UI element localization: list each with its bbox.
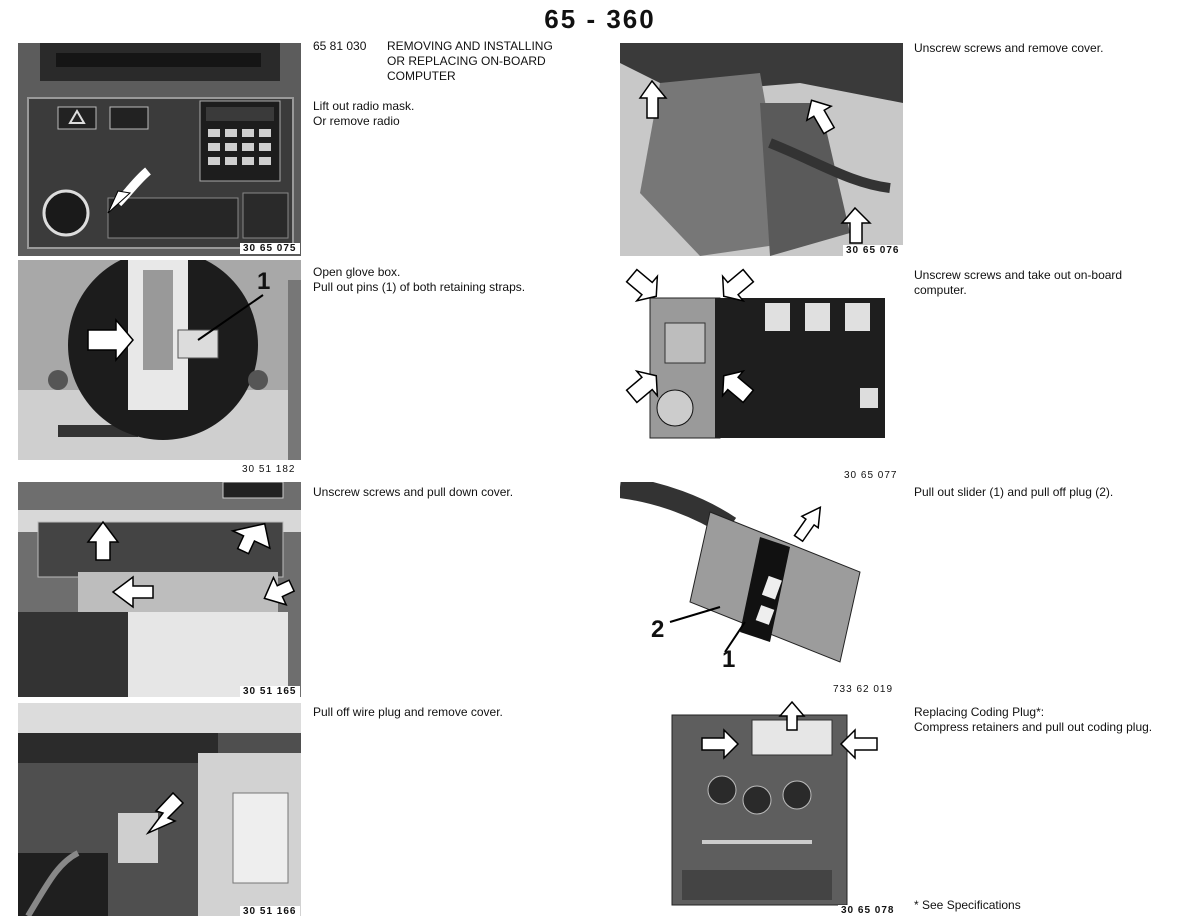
photo-remove-cover	[620, 43, 903, 256]
page-number: 65 - 360	[544, 4, 656, 34]
photo-onboard-computer	[620, 268, 903, 448]
figure-id: 30 51 165	[240, 686, 300, 697]
callout-1: 1	[257, 268, 271, 295]
photo-coding-plug	[662, 700, 882, 910]
figure-id: 30 65 078	[838, 905, 898, 916]
step-text: Pull out slider (1) and pull off plug (2…	[914, 485, 1114, 499]
callout-2: 2	[651, 616, 665, 643]
figure-id: 30 65 076	[843, 245, 903, 256]
photo-glove-box	[18, 260, 301, 460]
callout-1: 1	[722, 646, 736, 673]
section-title: REMOVING AND INSTALLING OR REPLACING ON-…	[387, 39, 553, 83]
step-text: Pull off wire plug and remove cover.	[313, 705, 503, 719]
footnote: * See Specifications	[914, 898, 1021, 912]
figure-id: 30 65 075	[240, 243, 300, 254]
step-text: Unscrew screws and pull down cover.	[313, 485, 514, 499]
photo-plug-slider	[620, 482, 903, 672]
photo-wire-plug	[18, 703, 301, 916]
step-text: Open glove box. Pull out pins (1) of bot…	[313, 265, 526, 294]
step-text: Lift out radio mask. Or remove radio	[313, 99, 415, 128]
photo-radio-mask	[18, 43, 301, 256]
figure-id: 733 62 019	[833, 684, 894, 695]
step-text: Unscrew screws and take out on-board com…	[914, 268, 1123, 297]
section-code: 65 81 030	[313, 39, 367, 53]
step-text: Replacing Coding Plug*: Compress retaine…	[914, 705, 1153, 734]
photo-cover-screws	[18, 482, 301, 697]
figure-id: 30 51 182	[242, 464, 296, 475]
figure-id: 30 51 166	[240, 906, 300, 917]
figure-id: 30 65 077	[844, 470, 898, 481]
step-text: Unscrew screws and remove cover.	[914, 41, 1104, 55]
